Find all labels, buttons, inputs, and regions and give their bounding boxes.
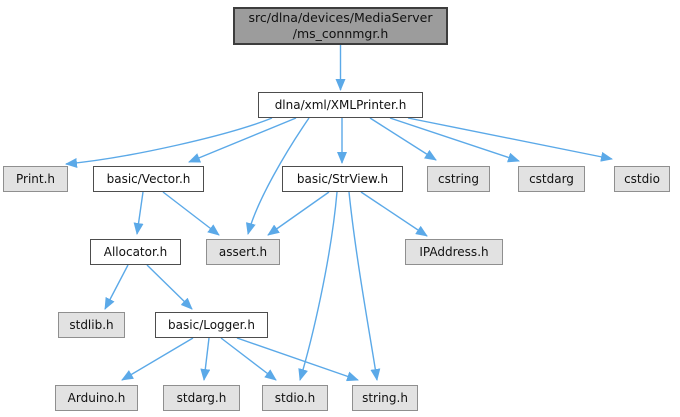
edge-xmlprinter-print xyxy=(65,117,273,168)
edge-logger-arduino xyxy=(121,337,194,381)
node-print: Print.h xyxy=(3,166,68,192)
node-stdarg: stdarg.h xyxy=(163,385,240,411)
edge-strview-string xyxy=(348,191,381,381)
node-xmlprinter[interactable]: dlna/xml/XMLPrinter.h xyxy=(258,92,423,118)
node-ms-connmgr: src/dlna/devices/MediaServer /ms_connmgr… xyxy=(233,7,448,45)
edge-xmlprinter-cstdarg xyxy=(389,117,520,163)
edge-allocator-logger xyxy=(146,264,193,310)
edge-strview-stdio xyxy=(298,191,338,381)
edge-xmlprinter-cstring xyxy=(369,117,437,161)
node-vector[interactable]: basic/Vector.h xyxy=(93,166,204,192)
node-stdio: stdio.h xyxy=(262,385,328,411)
node-assert: assert.h xyxy=(206,239,280,265)
edge-strview-ipaddress xyxy=(360,191,428,237)
node-cstring: cstring xyxy=(427,166,490,192)
edge-logger-string xyxy=(236,337,359,382)
node-ipaddress: IPAddress.h xyxy=(405,239,503,265)
node-strview[interactable]: basic/StrView.h xyxy=(282,166,403,192)
edge-vector-assert xyxy=(162,191,220,236)
edge-allocator-stdlib xyxy=(104,264,129,310)
edge-strview-assert xyxy=(267,191,330,236)
edge-xmlprinter-cstdio xyxy=(407,117,613,162)
node-allocator[interactable]: Allocator.h xyxy=(90,239,181,265)
edge-logger-stdarg xyxy=(200,337,211,381)
node-cstdio: cstdio xyxy=(614,166,670,192)
edge-logger-stdio xyxy=(220,337,277,381)
node-string: string.h xyxy=(352,385,418,411)
node-arduino: Arduino.h xyxy=(55,385,138,411)
node-stdlib: stdlib.h xyxy=(58,312,125,338)
edge-xmlprinter-vector xyxy=(188,117,297,163)
node-logger[interactable]: basic/Logger.h xyxy=(155,312,268,338)
node-cstdarg: cstdarg xyxy=(518,166,585,192)
edge-xmlprinter-assert xyxy=(245,117,310,235)
edge-vector-allocator xyxy=(133,191,144,235)
